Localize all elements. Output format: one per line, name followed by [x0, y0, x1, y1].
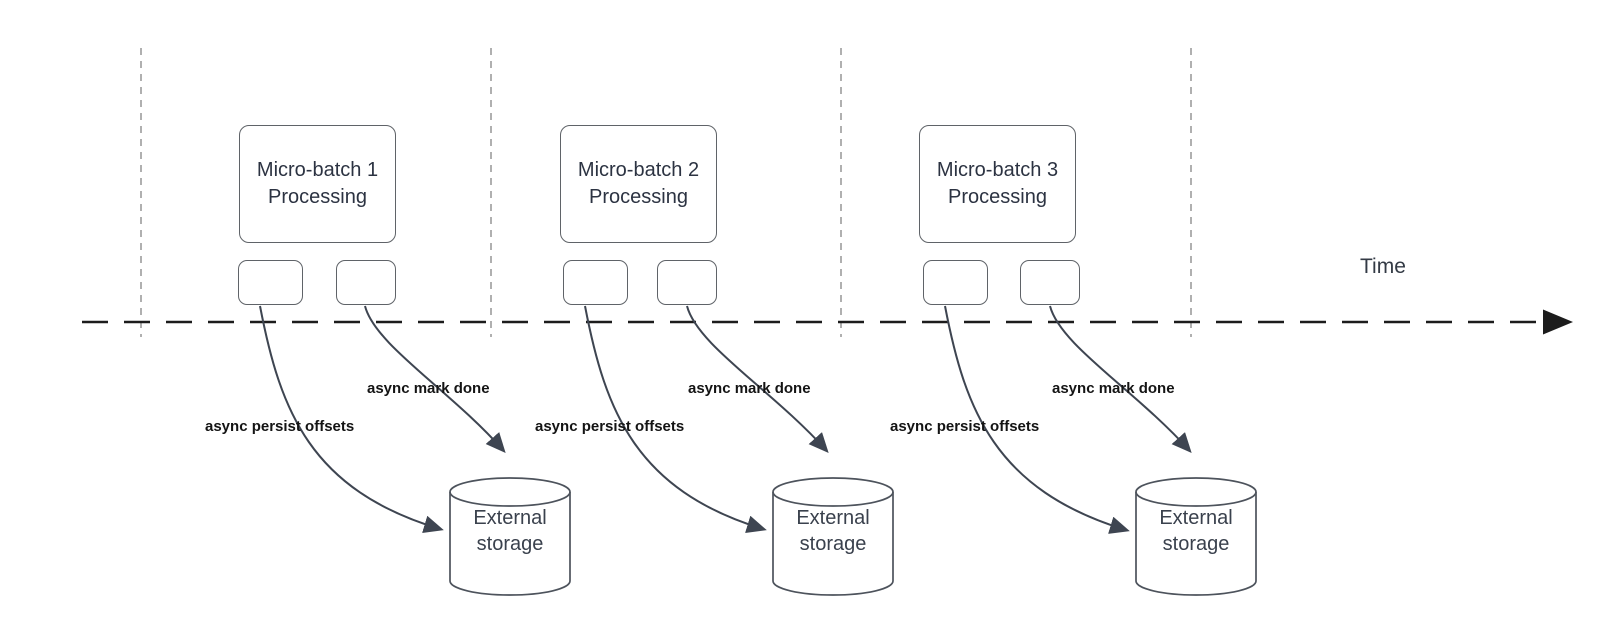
- task-box-3-done: [1020, 260, 1080, 305]
- external-storage-label-3: External storage: [1136, 505, 1256, 557]
- external-storage-cylinder-1: [449, 477, 571, 596]
- task-box-1-done: [336, 260, 396, 305]
- persist-offsets-arrow-1: [259, 305, 444, 534]
- micro-batch-3-title-line1: Micro-batch 3: [936, 159, 1059, 181]
- micro-batch-1-processing-box: Micro-batch 1 Processing: [239, 125, 396, 243]
- micro-batch-1-title-line1: Micro-batch 1: [256, 159, 379, 181]
- external-storage-cylinder-2: [772, 477, 894, 596]
- external-storage-label-1-line1: External: [473, 507, 547, 529]
- task-box-2-done: [657, 260, 717, 305]
- mark-done-arrow-3: [1049, 305, 1192, 453]
- micro-batch-2-title-line1: Micro-batch 2: [577, 159, 700, 181]
- mark-done-label-2: async mark done: [688, 380, 811, 397]
- mark-done-label-3: async mark done: [1052, 380, 1175, 397]
- persist-offsets-label-1: async persist offsets: [205, 418, 355, 435]
- persist-offsets-arrow-2: [584, 305, 767, 533]
- micro-batch-2-processing-box: Micro-batch 2 Processing: [560, 125, 717, 243]
- external-storage-label-3-line1: External: [1159, 507, 1233, 529]
- external-storage-label-1-line2: storage: [476, 533, 544, 555]
- micro-batch-2-title-line2: Processing: [589, 186, 688, 208]
- mark-done-label-1: async mark done: [367, 380, 490, 397]
- external-storage-label-2: External storage: [773, 505, 893, 557]
- micro-batch-1-title-line2: Processing: [268, 186, 367, 208]
- external-storage-cylinder-3: [1135, 477, 1257, 596]
- external-storage-label-3-line2: storage: [1162, 533, 1230, 555]
- external-storage-label-2-line2: storage: [799, 533, 867, 555]
- time-axis-label: Time: [1360, 255, 1406, 278]
- task-box-3-offsets: [923, 260, 988, 305]
- micro-batch-3-processing-box: Micro-batch 3 Processing: [919, 125, 1076, 243]
- persist-offsets-arrow-3: [944, 305, 1130, 534]
- persist-offsets-label-3: async persist offsets: [890, 418, 1040, 435]
- persist-offsets-label-2: async persist offsets: [535, 418, 685, 435]
- task-box-2-offsets: [563, 260, 628, 305]
- mark-done-arrow-1: [364, 305, 506, 453]
- external-storage-label-2-line1: External: [796, 507, 870, 529]
- external-storage-label-1: External storage: [450, 505, 570, 557]
- task-box-1-offsets: [238, 260, 303, 305]
- mark-done-arrow-2: [686, 305, 829, 453]
- micro-batch-3-title-line2: Processing: [948, 186, 1047, 208]
